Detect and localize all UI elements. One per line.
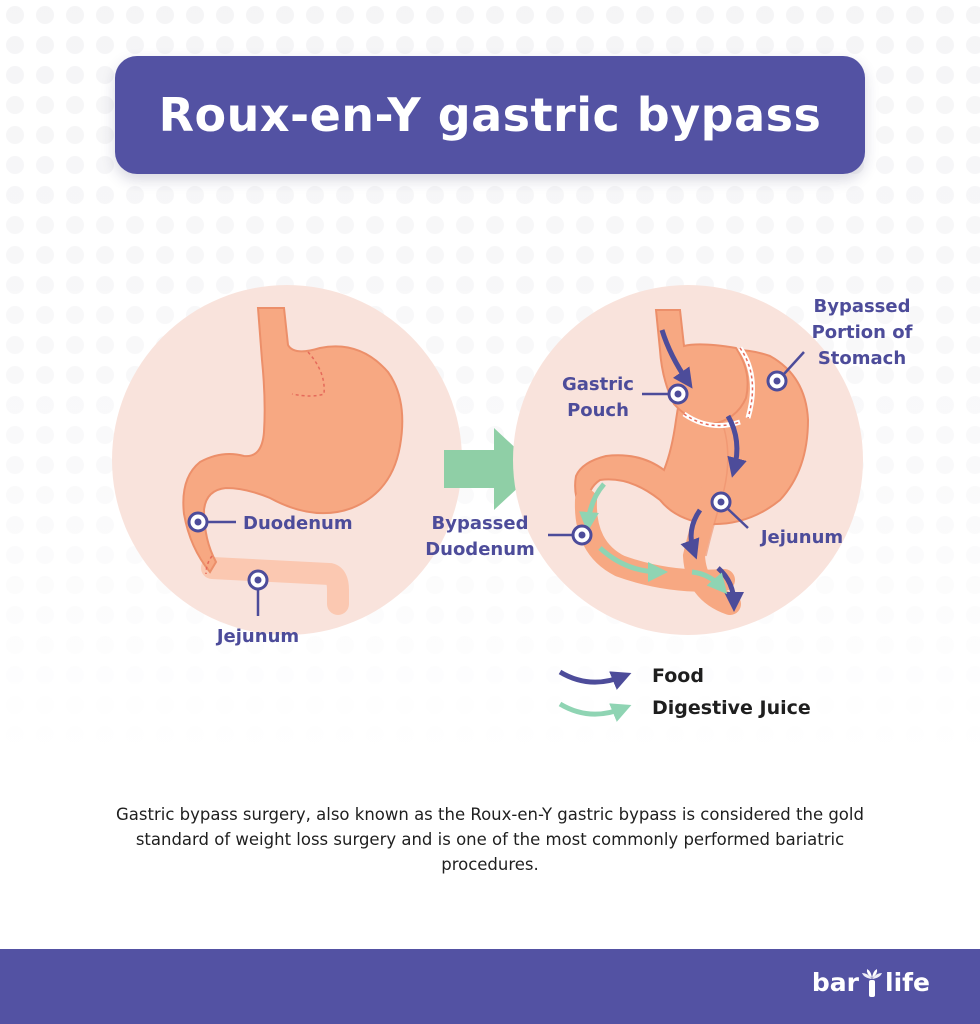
bypassed-portion-marker (766, 351, 805, 392)
before-jejunum-label: Jejunum (215, 626, 299, 647)
legend-food-label: Food (652, 665, 704, 687)
duodenum-marker (187, 511, 236, 533)
juice-flow-arrow-1 (579, 482, 606, 532)
food-flow-arrow-1 (659, 329, 693, 389)
bypassed-portion-label-line1: Bypassed (813, 296, 910, 317)
before-fundus-dash (291, 351, 325, 397)
legend-food-arrow-icon (558, 669, 632, 690)
bypassed-stomach-shape (574, 348, 810, 526)
after-jejunum-marker (710, 491, 749, 529)
roux-limb-shape (682, 401, 741, 615)
juice-flow-arrow-3 (691, 569, 728, 595)
title-banner: Roux-en-Y gastric bypass (115, 56, 865, 174)
food-flow-arrow-4 (716, 566, 744, 612)
legend: Food Digestive Juice (558, 665, 811, 722)
logo-text-start: bar (811, 968, 860, 997)
page-title: Roux-en-Y gastric bypass (158, 88, 822, 142)
brand-logo[interactable]: bar life (812, 967, 930, 997)
before-stomach-shape (182, 307, 404, 574)
legend-juice-label: Digestive Juice (652, 697, 811, 719)
description-text: Gastric bypass surgery, also known as th… (116, 805, 864, 874)
bypass-anatomy: Gastric Pouch Bypassed Portion of Stomac… (425, 285, 913, 635)
staple-line-vertical-dash (739, 347, 754, 419)
bypassed-duodenum-marker (548, 524, 593, 546)
logo-text-end: life (885, 968, 930, 997)
leaf-i-icon (862, 969, 883, 997)
bypassed-duodenum-label-line1: Bypassed (431, 513, 528, 534)
legend-juice-arrow-icon (558, 701, 632, 722)
bypassed-portion-label-line3: Stomach (818, 348, 906, 369)
gastric-pouch-label-line1: Gastric (562, 374, 634, 395)
staple-line-bottom (682, 411, 741, 429)
roux-limb-outline (705, 411, 729, 557)
food-flow-arrow-3 (680, 508, 703, 560)
bypass-diagram: Duodenum Jejunum (112, 285, 913, 722)
duodenum-label: Duodenum (243, 513, 353, 534)
bypassed-duodenum-label-line2: Duodenum (425, 539, 535, 560)
normal-anatomy: Duodenum Jejunum (112, 285, 462, 647)
gastric-pouch-marker (642, 383, 689, 405)
before-jejunum-marker (247, 569, 269, 616)
before-jejunum-shape (201, 557, 349, 615)
footer-bar: bar life (0, 949, 980, 1024)
juice-flow-arrow-2 (598, 546, 668, 582)
gastric-pouch-label-line2: Pouch (567, 400, 629, 421)
bypassed-portion-label-line2: Portion of (812, 322, 913, 343)
before-pylorus-dash (205, 555, 213, 575)
food-flow-arrow-2 (725, 414, 747, 478)
after-jejunum-label: Jejunum (759, 527, 843, 548)
